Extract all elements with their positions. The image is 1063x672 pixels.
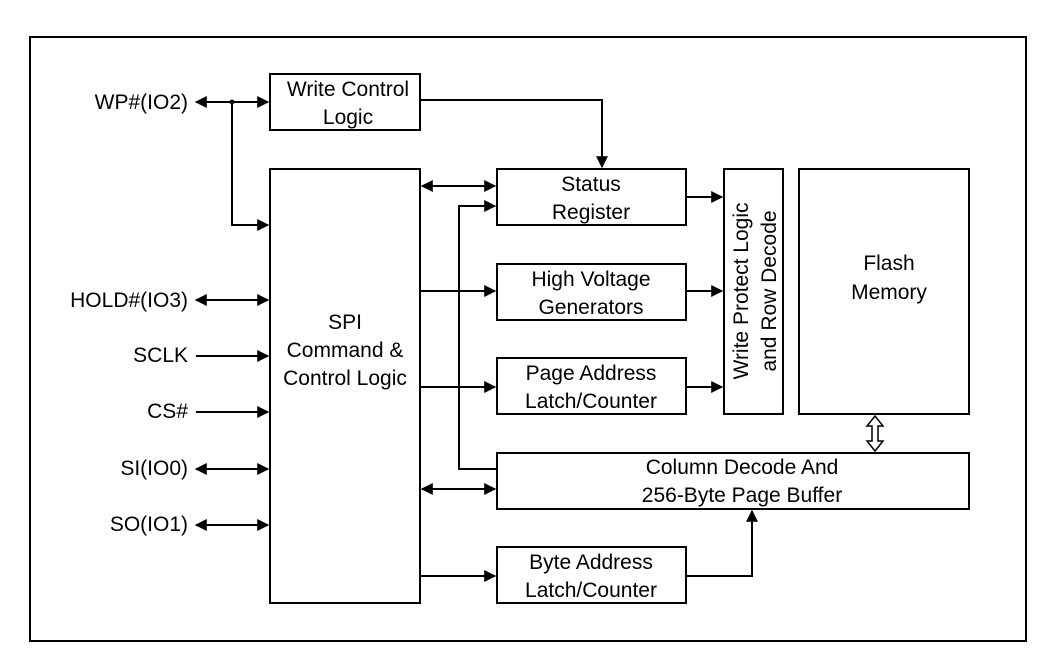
write-protect-label-1: Write Protect Logic — [730, 202, 753, 379]
signal-hold-label: HOLD#(IO3) — [70, 289, 188, 312]
write-control-label-1: Write Control — [287, 78, 409, 101]
high-voltage-label-1: High Voltage — [531, 268, 650, 291]
spi-label-3: Control Logic — [283, 367, 407, 390]
signal-wp-label: WP#(IO2) — [95, 91, 188, 114]
byte-address-latch-counter-block: Byte Address Latch/Counter — [496, 546, 687, 604]
page-address-label-2: Latch/Counter — [525, 390, 657, 413]
high-voltage-label-2: Generators — [538, 296, 643, 319]
signal-sclk-label: SCLK — [133, 344, 188, 367]
column-decode-label-1: Column Decode And — [646, 456, 839, 479]
status-register-label-1: Status — [561, 173, 621, 196]
signal-cs-label: CS# — [147, 400, 188, 423]
page-address-label-1: Page Address — [526, 362, 657, 385]
spi-label-1: SPI — [328, 311, 362, 334]
signal-si-label: SI(IO0) — [120, 457, 188, 480]
flash-column-bidir-arrow — [865, 414, 885, 453]
status-register-label-2: Register — [552, 201, 630, 224]
spi-label-2: Command & — [287, 339, 404, 362]
column-to-status-feedback-arrow — [458, 200, 497, 470]
page-address-latch-counter-block: Page Address Latch/Counter — [496, 357, 687, 415]
write-control-to-status-arrow — [420, 99, 608, 169]
diagram-frame — [29, 36, 1027, 642]
flash-memory-label-2: Memory — [851, 281, 927, 304]
write-control-label-2: Logic — [323, 106, 373, 129]
signal-so-label: SO(IO1) — [110, 513, 188, 536]
wp-to-spi-arrow — [231, 102, 270, 231]
high-voltage-generators-block: High Voltage Generators — [496, 263, 687, 321]
byte-address-label-1: Byte Address — [529, 551, 653, 574]
write-control-logic-block: Write Control Logic — [269, 73, 421, 131]
column-decode-label-2: 256-Byte Page Buffer — [642, 484, 842, 507]
wp-junction-dot — [229, 99, 235, 105]
write-protect-row-decode-block: Write Protect Logic and Row Decode — [723, 168, 784, 415]
byte-address-label-2: Latch/Counter — [525, 579, 657, 602]
byte-address-to-column-arrow — [686, 509, 758, 577]
write-protect-label-2: and Row Decode — [758, 210, 781, 371]
spi-command-control-logic-block: SPI Command & Control Logic — [269, 168, 421, 604]
status-register-block: Status Register — [496, 168, 687, 226]
flash-memory-label-1: Flash — [863, 252, 914, 275]
column-decode-page-buffer-block: Column Decode And 256-Byte Page Buffer — [496, 452, 970, 510]
flash-memory-block: Flash Memory — [798, 168, 970, 415]
